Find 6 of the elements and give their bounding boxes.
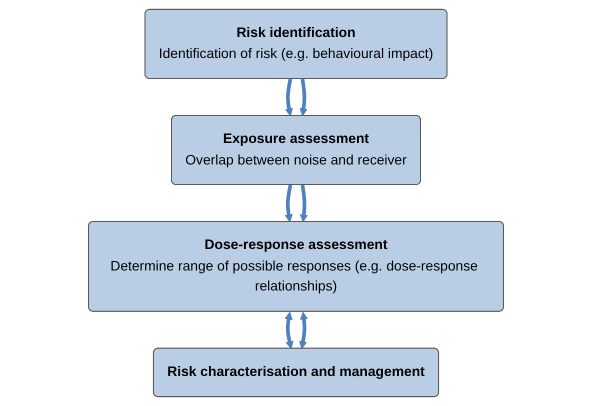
arrow xyxy=(300,78,308,116)
arrow xyxy=(300,184,308,222)
arrow xyxy=(284,312,294,350)
arrow xyxy=(299,312,308,350)
arrow xyxy=(285,78,294,116)
arrow xyxy=(284,184,293,222)
